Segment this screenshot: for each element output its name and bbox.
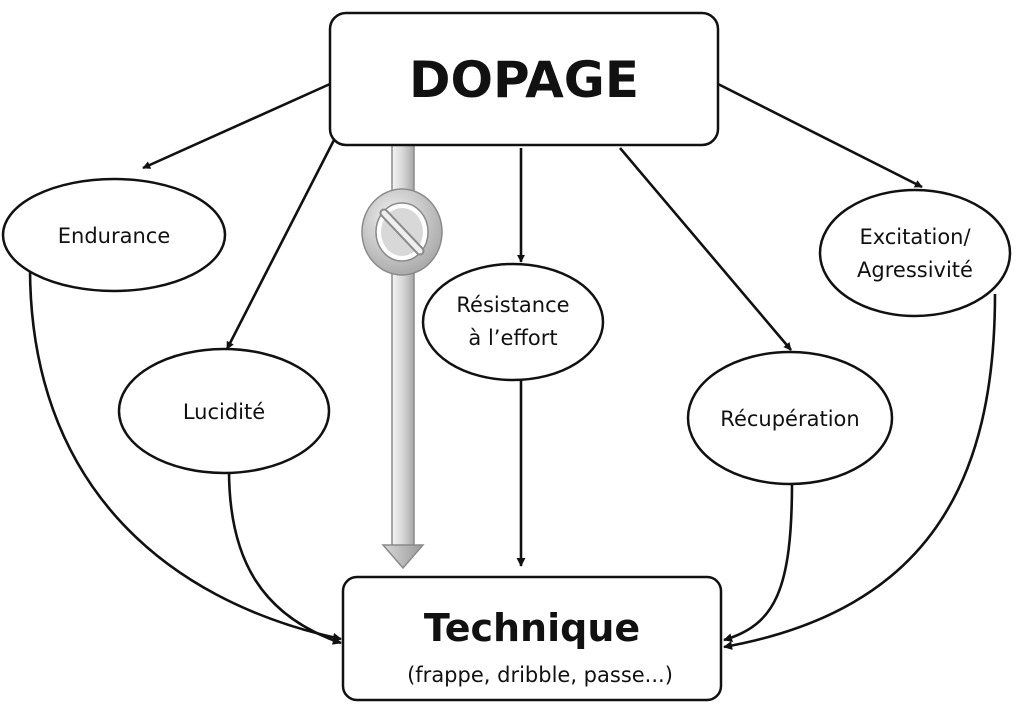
technique-title: Technique: [424, 606, 640, 650]
resistance-node: Résistance à l’effort: [421, 262, 605, 382]
recuperation-node: Récupération: [686, 350, 894, 486]
technique-box: Technique (frappe, dribble, passe...): [341, 575, 723, 702]
dopage-box: DOPAGE: [328, 11, 720, 147]
edge-dopage-endurance: [142, 82, 331, 170]
resistance-label-line1: Résistance: [456, 293, 569, 317]
technique-subtitle: (frappe, dribble, passe...): [407, 663, 673, 687]
edge-lucidite-technique: [227, 469, 342, 645]
recuperation-label: Récupération: [720, 407, 859, 431]
endurance-node: Endurance: [1, 177, 227, 293]
excitation-label-line2: Agressivité: [857, 258, 973, 282]
edge-dopage-lucidite: [225, 139, 336, 350]
excitation-label-line1: Excitation/: [859, 225, 971, 249]
edge-recuperation-technique: [723, 481, 794, 643]
blocked-arrow-head: [381, 544, 425, 570]
edge-dopage-recuperation: [619, 147, 792, 351]
excitation-node: Excitation/ Agressivité: [818, 188, 1012, 318]
edge-excitation-technique: [723, 293, 997, 650]
endurance-label: Endurance: [58, 224, 171, 248]
blocked-edge-dopage-technique: [361, 143, 443, 570]
lucidite-label: Lucidité: [183, 400, 265, 424]
dopage-label: DOPAGE: [409, 51, 639, 109]
edge-dopage-excitation: [717, 82, 923, 189]
no-entry-icon: [361, 188, 443, 276]
resistance-label-line2: à l’effort: [468, 326, 557, 350]
lucidite-node: Lucidité: [117, 347, 331, 475]
edge-endurance-technique: [28, 267, 342, 642]
